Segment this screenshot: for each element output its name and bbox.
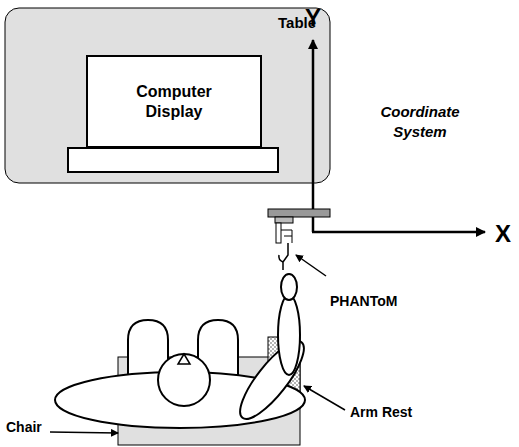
part-label: Arm Rest <box>350 403 412 421</box>
phantom-arm <box>283 243 288 270</box>
nose <box>178 354 190 364</box>
leader-line <box>50 432 118 433</box>
monitor-base <box>68 148 278 172</box>
hand <box>281 274 297 300</box>
phantom-arm <box>279 255 283 262</box>
head <box>158 354 210 406</box>
part-label: PHANToM <box>330 292 397 310</box>
axis-label: Y <box>305 2 321 33</box>
leader-line <box>304 386 345 410</box>
axis-label: X <box>495 218 511 249</box>
coordinate-caption: Coordinate System <box>370 102 470 141</box>
upper-arm <box>231 333 314 427</box>
table-surface <box>5 8 330 183</box>
forearm <box>278 295 300 375</box>
mount-plate <box>268 209 330 217</box>
clamp <box>281 230 292 243</box>
x-axis <box>312 231 485 234</box>
leader-line <box>296 255 326 276</box>
y-axis <box>312 40 315 232</box>
table-node: TableComputer Display <box>5 8 330 183</box>
part-label: Chair <box>6 418 42 436</box>
node-title: Computer Display <box>119 82 229 122</box>
display-screen: Computer Display <box>86 55 262 148</box>
clamp <box>276 223 281 243</box>
clamp <box>275 217 293 223</box>
